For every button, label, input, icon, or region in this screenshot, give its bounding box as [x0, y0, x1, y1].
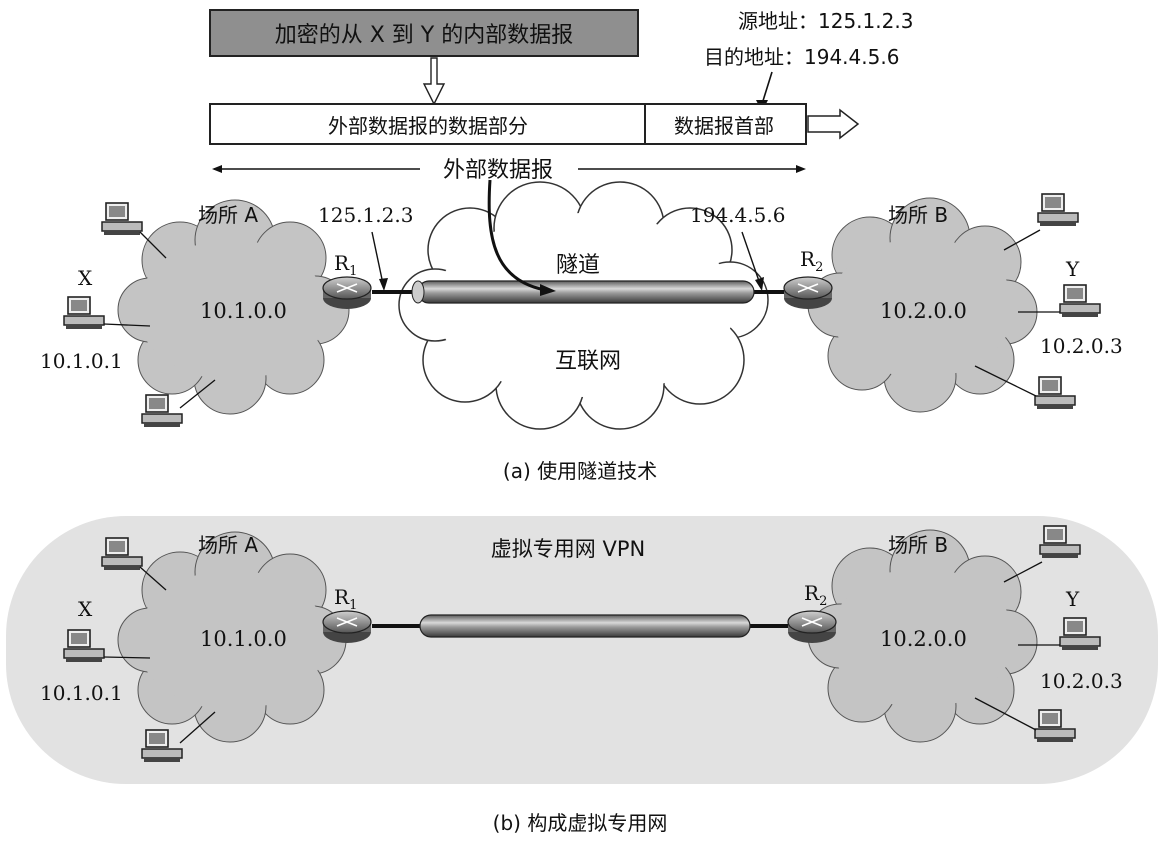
- router-r1-a: [322, 276, 372, 310]
- tunnel-tube-a: [417, 280, 755, 304]
- host-x-a: [63, 296, 105, 330]
- datagram-path: [487, 179, 546, 292]
- host-x-ip-a: 10.1.0.1: [40, 349, 123, 373]
- tunnel-label: 隧道: [556, 253, 600, 278]
- site-a-cloud-b: [117, 531, 347, 743]
- site-b-cloud-a: [807, 197, 1038, 413]
- router2-label-a: R2: [800, 247, 823, 275]
- host-y-ip-b: 10.2.0.3: [1040, 669, 1123, 693]
- site-a-net-a: 10.1.0.0: [200, 299, 287, 323]
- host-a-bottom: [141, 394, 183, 428]
- outer-data-part-label: 外部数据报的数据部分: [328, 114, 528, 138]
- host-x-ip-b: 10.1.0.1: [40, 681, 123, 705]
- host-x-label-b: X: [78, 597, 93, 621]
- router1-label-b: R1: [334, 585, 357, 613]
- site-b-label-b: 场所 B: [888, 533, 948, 557]
- router2-ip-label: 194.4.5.6: [690, 203, 785, 227]
- host-x-label-a: X: [78, 266, 93, 290]
- site-a-cloud-a: [117, 199, 350, 415]
- router2-label-b: R2: [804, 581, 827, 609]
- caption-b: (b) 构成虚拟专用网: [493, 811, 668, 835]
- site-b-label-a: 场所 B: [888, 203, 948, 227]
- caption-a: (a) 使用隧道技术: [503, 459, 657, 483]
- internet-label: 互联网: [555, 349, 621, 374]
- site-b-net-a: 10.2.0.0: [880, 299, 967, 323]
- site-b-net-b: 10.2.0.0: [880, 627, 967, 651]
- router-r2-b: [787, 610, 837, 644]
- dest-address-label: 目的地址：194.4.5.6: [704, 45, 899, 69]
- host-b-top: [1037, 193, 1079, 227]
- encapsulate-arrow: [422, 57, 446, 106]
- site-a-label-a: 场所 A: [198, 203, 258, 227]
- source-address-label: 源地址：125.1.2.3: [738, 9, 913, 33]
- site-b-cloud-b: [807, 529, 1038, 743]
- outer-datagram-box: 外部数据报的数据部分 数据报首部: [209, 103, 807, 145]
- router1-label-a: R1: [334, 251, 357, 279]
- router1-ip-label: 125.1.2.3: [318, 203, 413, 227]
- outer-header-label: 数据报首部: [674, 114, 774, 138]
- host-y-label-a: Y: [1065, 257, 1080, 281]
- host-b-bottom: [1034, 376, 1076, 410]
- host-y-label-b: Y: [1065, 587, 1080, 611]
- site-a-net-b: 10.1.0.0: [200, 627, 287, 651]
- router-r2-a: [783, 276, 833, 310]
- router-r1-b: [322, 610, 372, 644]
- vpn-label: 虚拟专用网 VPN: [491, 537, 645, 561]
- encrypted-datagram-label: 加密的从 X 到 Y 的内部数据报: [275, 23, 573, 48]
- outer-datagram-label: 外部数据报: [443, 158, 553, 183]
- send-direction-arrow: [807, 108, 860, 140]
- encrypted-datagram-box: 加密的从 X 到 Y 的内部数据报: [209, 9, 639, 57]
- vpn-tube-b: [419, 614, 751, 638]
- host-y-ip-a: 10.2.0.3: [1040, 334, 1123, 358]
- host-a-top: [101, 202, 143, 236]
- site-a-label-b: 场所 A: [198, 533, 258, 557]
- address-pointer: [761, 71, 773, 105]
- host-y-a: [1059, 284, 1101, 318]
